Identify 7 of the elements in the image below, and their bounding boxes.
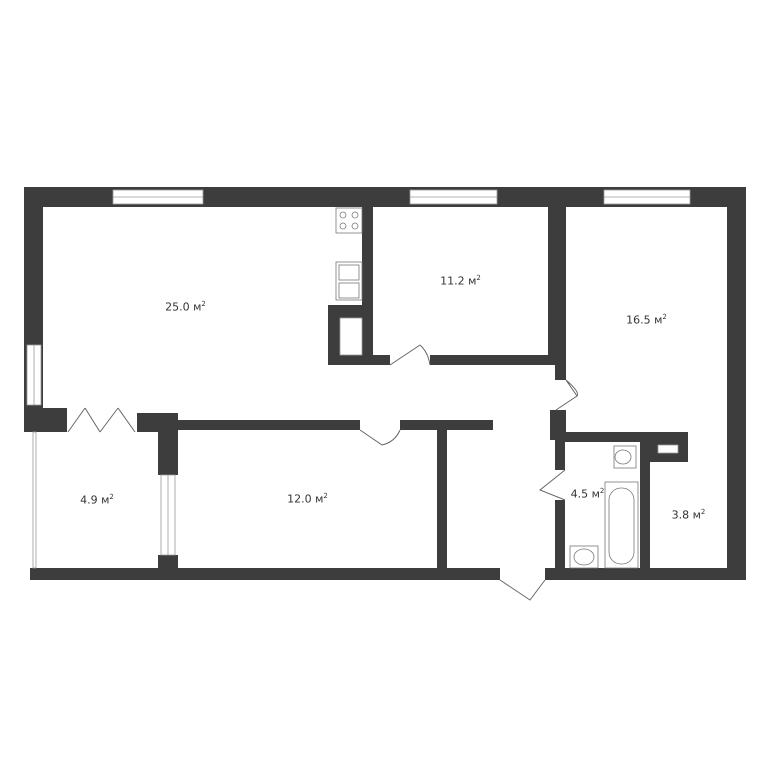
room-area-label: 4.5 м$^{2}$ (570, 487, 604, 501)
room-area-label: 11.2 м$^{2}$ (440, 274, 481, 288)
room-area-label: 3.8 м$^{2}$ (672, 508, 706, 522)
room-area-label: 4.9 м$^{2}$ (80, 493, 114, 507)
room-area-label: 16.5 м$^{2}$ (626, 312, 667, 326)
room-area-label: 12.0 м$^{2}$ (287, 492, 328, 506)
room-area-label: 25.0 м$^{2}$ (165, 300, 206, 314)
